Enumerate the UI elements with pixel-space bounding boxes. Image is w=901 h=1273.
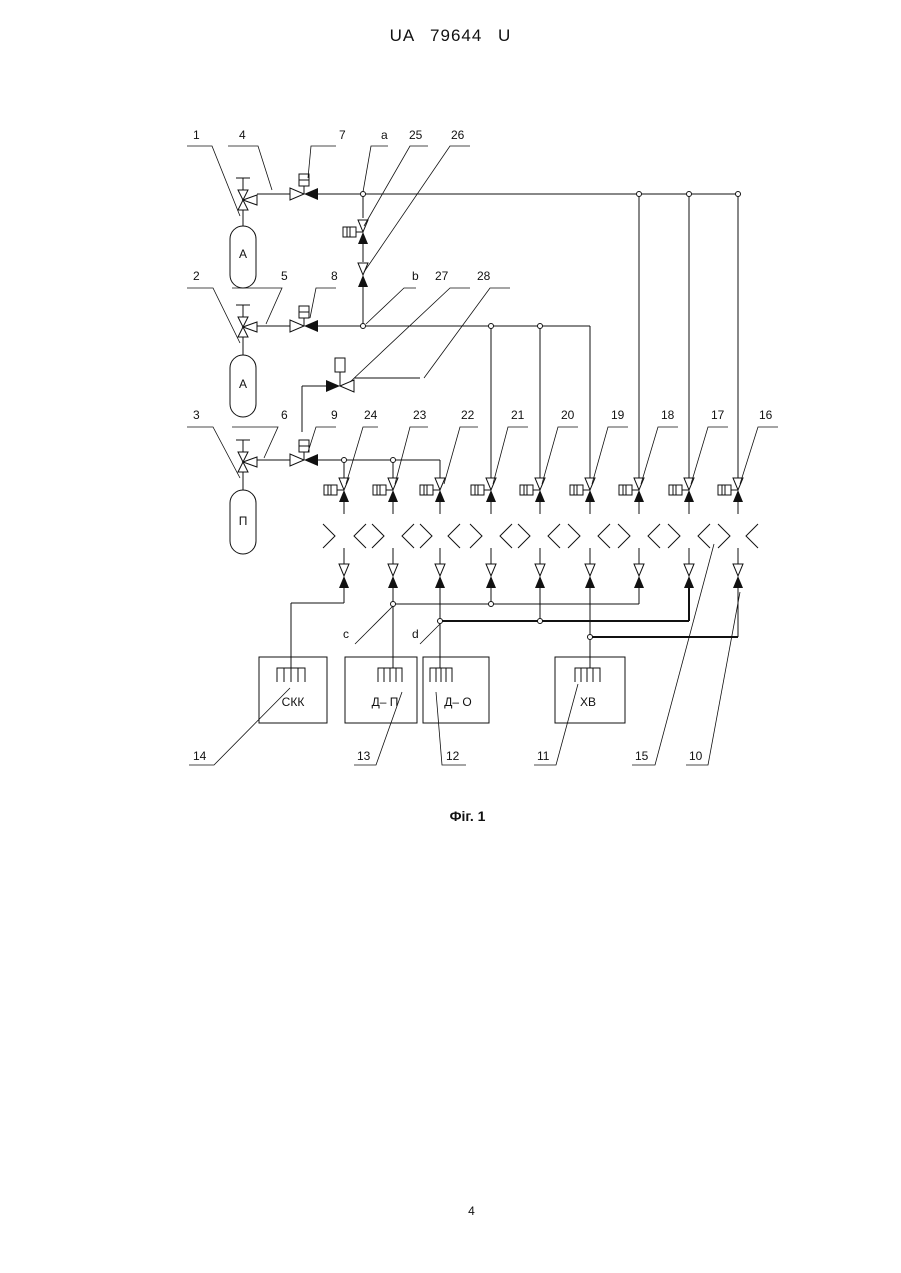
callout-26: 26 <box>451 128 465 142</box>
figure-caption: Фіг. 1 <box>0 808 901 824</box>
tank-3-letter: П <box>239 514 248 528</box>
tank-2-letter: А <box>239 377 247 391</box>
callout-6: 6 <box>281 408 288 422</box>
callout-1: 1 <box>193 128 200 142</box>
box-skk: СКК <box>259 657 327 723</box>
callout-20: 20 <box>561 408 575 422</box>
lower-lines <box>291 588 738 668</box>
box-do-label: Д– О <box>444 695 471 709</box>
callout-3: 3 <box>193 408 200 422</box>
box-khv-label: ХВ <box>580 695 596 709</box>
branches-line-a <box>361 192 741 479</box>
valve-7 <box>290 174 318 200</box>
callout-13: 13 <box>357 749 371 763</box>
callout-18: 18 <box>661 408 675 422</box>
valve-9 <box>290 440 318 466</box>
branches-line-9 <box>342 458 441 479</box>
callout-22: 22 <box>461 408 475 422</box>
valve-8 <box>290 306 318 332</box>
valve-columns <box>324 478 743 588</box>
callout-5: 5 <box>281 269 288 283</box>
tank-2: А <box>230 355 256 417</box>
callout-8: 8 <box>331 269 338 283</box>
box-dp-label: Д– П <box>372 695 399 709</box>
callout-17: 17 <box>711 408 725 422</box>
callout-23: 23 <box>413 408 427 422</box>
tank-valves <box>236 178 257 490</box>
quick-couplers <box>323 524 758 548</box>
page-number: 4 <box>0 1204 901 1218</box>
box-skk-label: СКК <box>282 695 305 709</box>
callout-d: d <box>412 627 419 641</box>
tank-1-letter: А <box>239 247 247 261</box>
callout-10: 10 <box>689 749 703 763</box>
callout-27: 27 <box>435 269 449 283</box>
callout-c: c <box>343 627 349 641</box>
callout-28: 28 <box>477 269 491 283</box>
callout-a: a <box>381 128 388 142</box>
callout-19: 19 <box>611 408 625 422</box>
box-dp: Д– П <box>345 657 417 723</box>
callout-11: 11 <box>537 749 550 763</box>
callout-12: 12 <box>446 749 460 763</box>
branches-line-b <box>361 324 591 479</box>
tank-3: П <box>230 490 256 554</box>
callout-4: 4 <box>239 128 246 142</box>
callout-b: b <box>412 269 419 283</box>
valve-27 <box>302 358 420 432</box>
box-do: Д– О <box>423 657 489 723</box>
callout-2: 2 <box>193 269 200 283</box>
tank-1: А <box>230 226 256 288</box>
valves-25-26 <box>343 194 368 326</box>
callout-21: 21 <box>511 408 525 422</box>
callout-9: 9 <box>331 408 338 422</box>
callout-14: 14 <box>193 749 207 763</box>
callout-25: 25 <box>409 128 423 142</box>
callout-24: 24 <box>364 408 378 422</box>
callout-15: 15 <box>635 749 649 763</box>
callout-16: 16 <box>759 408 773 422</box>
callout-7: 7 <box>339 128 346 142</box>
